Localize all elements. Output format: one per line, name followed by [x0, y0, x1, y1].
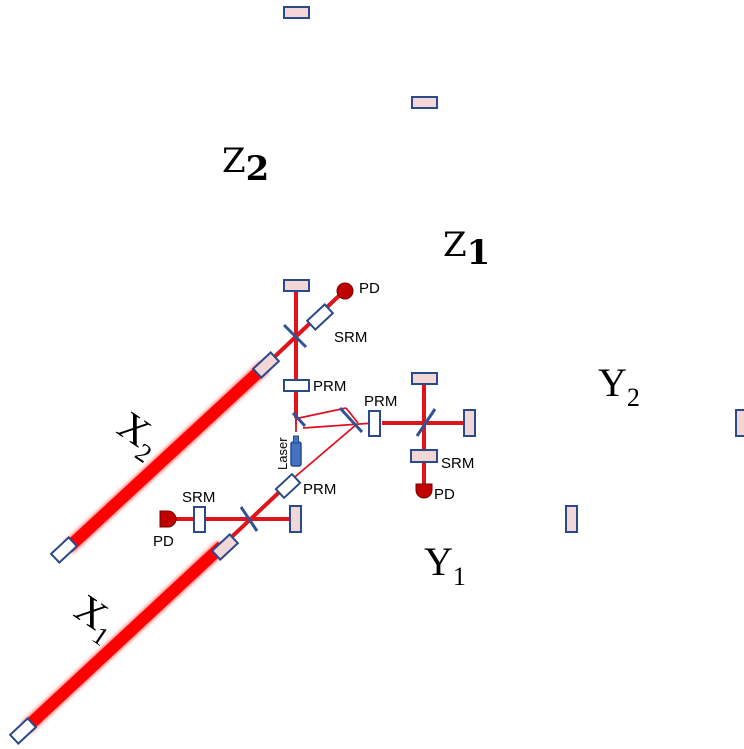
input-mirror-y2	[463, 409, 476, 437]
input-mirror-z1	[411, 372, 438, 385]
end-mirror-y2	[735, 409, 744, 437]
beam-x2-arm	[63, 361, 270, 553]
laser-path-diagonal	[288, 423, 358, 483]
prm-y2	[368, 410, 381, 437]
end-mirror-z1	[411, 96, 438, 109]
srm-label-z1y2: SRM	[441, 455, 474, 472]
end-mirror-x1	[8, 717, 38, 745]
pd-label-x1y1: PD	[153, 533, 174, 550]
input-mirror-z2	[283, 279, 310, 292]
laser-splitter-left	[291, 411, 307, 428]
input-mirror-y1	[289, 505, 302, 533]
laser-path-horizontal	[302, 422, 375, 429]
srm-label-x2z2: SRM	[334, 329, 367, 346]
pd-label-z1y2: PD	[434, 486, 455, 503]
arm-label-y1: Y1	[424, 539, 466, 591]
srm-x2z2	[305, 303, 335, 331]
pd-label-x2z2: PD	[359, 280, 380, 297]
laser-splitter-right	[338, 406, 364, 434]
end-mirror-x2	[49, 536, 79, 564]
photodiode-x1y1	[159, 510, 177, 528]
input-mirror-x2	[251, 351, 281, 379]
prm-z2	[283, 379, 310, 392]
laser-path-upper-2	[345, 407, 359, 424]
srm-z1y2	[410, 449, 438, 463]
beam-splitter-x1y1	[239, 506, 259, 532]
arm-label-z2: Z2	[222, 141, 269, 189]
arm-label-y2: Y2	[598, 360, 640, 412]
prm-label-z2: PRM	[313, 378, 346, 395]
photodiode-z1y2	[415, 483, 433, 499]
srm-label-x1y1: SRM	[182, 489, 215, 506]
laser-path-upper	[298, 407, 347, 419]
laser-source	[290, 435, 302, 467]
end-mirror-z2	[283, 6, 310, 19]
end-mirror-y1	[565, 505, 578, 533]
prm-x1y1	[274, 472, 302, 500]
srm-x1y1	[193, 506, 206, 533]
beam-splitter-x2z2	[282, 323, 308, 349]
beam-x1-arm	[21, 541, 227, 733]
photodiode-x2z2	[336, 282, 354, 300]
input-mirror-x1	[210, 533, 240, 561]
beam-x2-inner	[266, 290, 345, 365]
prm-label-y2: PRM	[364, 393, 397, 410]
beam-splitter-z1y2	[415, 408, 437, 437]
laser-label: Laser	[275, 437, 290, 470]
prm-label-x1y1: PRM	[303, 481, 336, 498]
arm-label-z1: Z1	[443, 225, 490, 273]
